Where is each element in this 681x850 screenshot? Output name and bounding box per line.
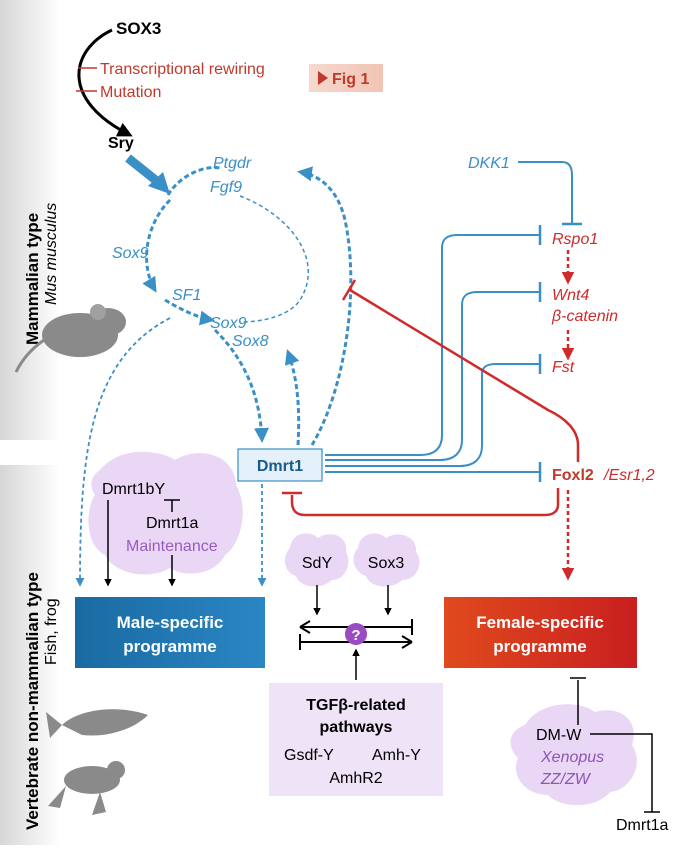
dmrt1a-left-label: Dmrt1a — [146, 515, 199, 532]
ptgdr-label: Ptgdr — [213, 155, 252, 172]
fig1-label: Fig 1 — [332, 71, 369, 88]
vertebrate-band — [0, 465, 60, 845]
dmrt1a-right-label: Dmrt1a — [616, 817, 669, 834]
sox9-left-label: Sox9 — [112, 245, 149, 262]
male-programme-box[interactable]: Male-specific programme — [75, 597, 265, 668]
loop-dashed-left — [142, 198, 172, 293]
sdy-label: SdY — [302, 555, 333, 572]
play-icon — [318, 71, 328, 85]
sox9-label: Sox9 — [210, 315, 247, 332]
dmrt1-node[interactable]: Dmrt1 — [237, 448, 323, 482]
fst-label: Fst — [552, 359, 575, 376]
amhr2-label: AmhR2 — [329, 770, 382, 787]
dmrt1-inhibit-wnt4 — [325, 291, 540, 461]
female-line2: programme — [493, 637, 587, 656]
foxl2-inhibit-dmrt1 — [290, 488, 560, 517]
male-line2: programme — [123, 637, 217, 656]
xenopus-label: Xenopus — [540, 749, 604, 766]
tgf-line2: pathways — [320, 719, 393, 736]
dmw-blob — [510, 704, 637, 806]
dmw-label: DM-W — [536, 727, 582, 744]
dmrt1by-label: Dmrt1bY — [102, 481, 165, 498]
maintenance-blob — [88, 451, 243, 575]
dmrt1-to-sox8 — [284, 349, 301, 446]
rewiring-label: Transcriptional rewiring — [100, 61, 265, 78]
sf1-to-male — [75, 317, 171, 587]
esr-label: /Esr1,2 — [603, 467, 655, 484]
male-line1: Male-specific — [117, 613, 224, 632]
fish-icon — [46, 709, 148, 738]
dmrt1-to-ptgdr — [297, 166, 353, 446]
female-line1: Female-specific — [476, 613, 604, 632]
dkk1-label: DKK1 — [468, 155, 510, 172]
foxl2-label: Foxl2 — [552, 467, 594, 484]
mammal-title: Mammalian type — [23, 213, 42, 345]
amh-label: Amh-Y — [372, 747, 421, 764]
vertebrate-species: Fish, frog — [43, 598, 60, 665]
dmrt1-inhibit-fst — [325, 363, 540, 467]
zzzw-label: ZZ/ZW — [540, 771, 592, 788]
tgf-line1: TGFβ-related — [306, 697, 406, 714]
question-icon[interactable] — [345, 623, 367, 645]
sox3-to-sry-arrow — [77, 28, 133, 137]
dkk1-inhibit — [518, 161, 573, 224]
loop-dashed-right — [239, 195, 310, 323]
sox3-blob — [353, 533, 420, 587]
tgf-box[interactable]: TGFβ-related pathways Gsdf-Y Amh-Y AmhR2 — [269, 683, 443, 796]
foxl2-inhibit-sox9 — [349, 288, 580, 462]
sry-label: Sry — [108, 135, 134, 152]
sox9-to-dmrt1 — [213, 328, 269, 443]
sox8-label: Sox8 — [232, 333, 269, 350]
sdy-blob — [284, 533, 349, 587]
sox3-label: SOX3 — [116, 19, 161, 38]
sry-arrow — [125, 154, 161, 186]
loop-dashed-top — [166, 165, 221, 196]
vertebrate-title: Vertebrate non-mammalian type — [23, 572, 42, 830]
bcatenin-label: β-catenin — [551, 308, 618, 325]
wnt4-label: Wnt4 — [552, 287, 589, 304]
fig1-reference-button[interactable]: Fig 1 — [309, 64, 383, 92]
female-programme-box[interactable]: Female-specific programme — [444, 597, 637, 668]
frog-icon — [48, 761, 125, 815]
maintenance-label: Maintenance — [126, 538, 218, 555]
rspo1-label: Rspo1 — [552, 231, 598, 248]
dmrt1-label: Dmrt1 — [257, 458, 303, 475]
sf1-label: SF1 — [172, 287, 201, 304]
dmrt1-inhibit-rspo1 — [325, 234, 540, 456]
band-notch — [0, 440, 60, 465]
mouse-icon — [14, 304, 126, 373]
mutation-label: Mutation — [100, 84, 161, 101]
sox3-mid-label: Sox3 — [368, 555, 405, 572]
question-label: ? — [351, 627, 360, 644]
dmw-inhibit-dmrt1a — [590, 733, 653, 812]
fgf9-label: Fgf9 — [210, 179, 242, 196]
mammal-species: Mus musculus — [43, 203, 60, 305]
gsdf-label: Gsdf-Y — [284, 747, 334, 764]
